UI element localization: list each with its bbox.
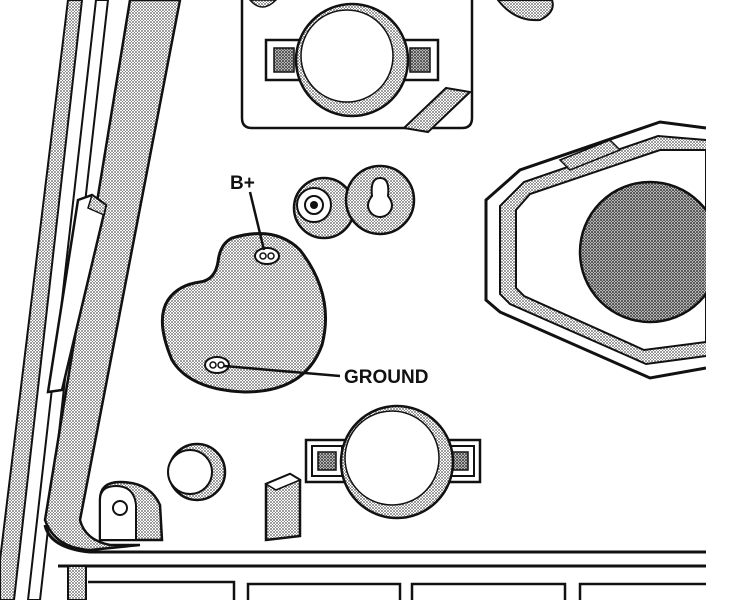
grommet (292, 176, 356, 240)
keyhole-mount (344, 164, 416, 236)
callout-leaders (223, 191, 341, 378)
top-socket-plate (240, 0, 554, 134)
terminal-board (160, 232, 328, 394)
b-plus-label: B+ (230, 173, 255, 194)
bottom-tab (264, 472, 302, 542)
bottom-socket (304, 404, 482, 520)
bottom-strip (67, 565, 706, 600)
ground-terminal (204, 356, 230, 374)
side-bracket (46, 193, 108, 394)
ground-label: GROUND (344, 367, 428, 388)
b-plus-terminal (254, 247, 280, 265)
mounting-lug (98, 480, 164, 542)
tube-assembly (484, 120, 736, 380)
bottom-grommet (167, 442, 227, 502)
